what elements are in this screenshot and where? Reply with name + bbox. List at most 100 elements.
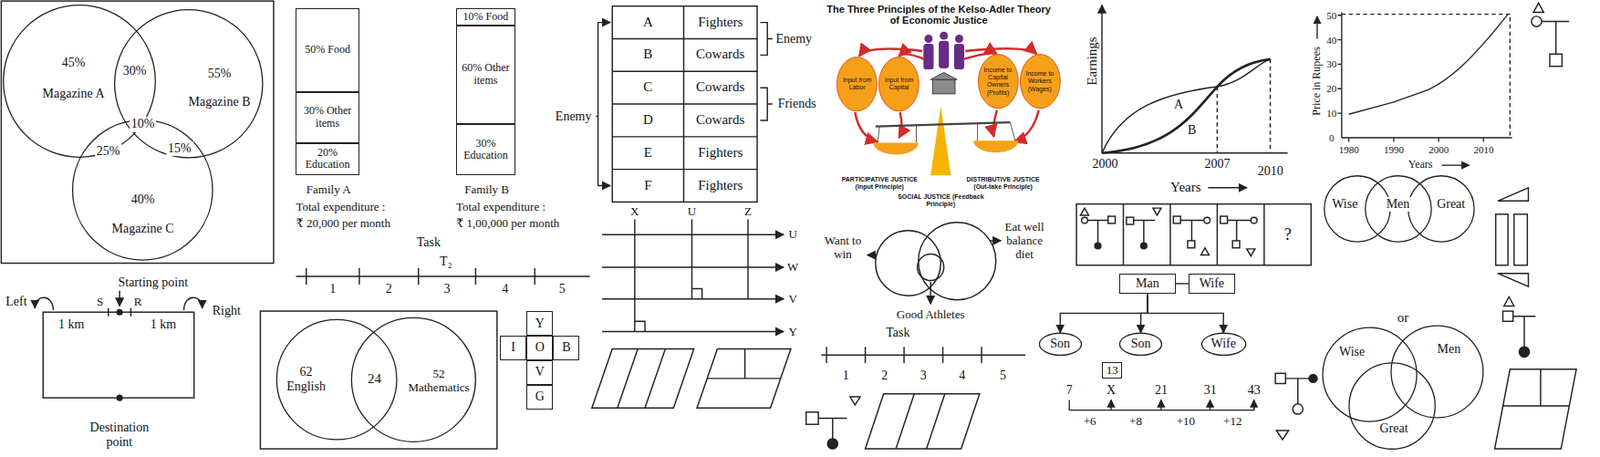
people-icon [939, 31, 948, 41]
connector [1175, 282, 1190, 284]
task-timeline [296, 268, 591, 285]
symbol-figure [1276, 430, 1289, 440]
earnings-chart [1207, 187, 1247, 188]
node-label: 55% [207, 65, 232, 81]
athlete-venn [917, 253, 945, 281]
task-timeline [296, 268, 591, 285]
text-label: 43 [1247, 383, 1261, 398]
building-icon [930, 72, 957, 80]
text-label: A [643, 14, 654, 31]
outline [1201, 332, 1246, 355]
text-box: O [526, 335, 553, 361]
line-diagram [602, 233, 784, 235]
symbol-series [1081, 217, 1089, 224]
scale-icon [877, 122, 1016, 143]
symbol-series [1173, 216, 1181, 224]
node-label: B [561, 340, 571, 355]
circle-outline [71, 118, 215, 262]
node-label: 45% [62, 55, 86, 71]
earnings-chart [1101, 5, 1102, 154]
symbol-figure [1292, 404, 1303, 415]
line-diagram [602, 218, 784, 332]
text-label: The Three Principles of the Kelso-Adler … [820, 3, 1056, 27]
symbol-series [1220, 216, 1228, 224]
text-label: Friends [778, 96, 817, 112]
text-label: 5 [999, 368, 1007, 384]
venn-circle: Great [1407, 175, 1476, 243]
text-label: Task [885, 325, 910, 341]
venn-circle: Wise [1323, 175, 1392, 243]
line-diagram [634, 218, 749, 332]
text-label: Enemy [555, 108, 593, 124]
series-arrows [1253, 399, 1255, 410]
symbol-series [1094, 242, 1102, 250]
outline [977, 54, 1019, 109]
node-label: Income to Workers (Wages) [1024, 70, 1056, 93]
symbol-figure [1285, 378, 1310, 405]
symbol-series [1108, 216, 1116, 224]
price-chart [1441, 164, 1469, 166]
text-label: 2010 [1257, 164, 1284, 179]
node-label: Magazine A [41, 86, 105, 102]
text-label: 0 [1329, 132, 1335, 145]
red-arrow [1014, 110, 1039, 143]
symbol-series [1204, 217, 1211, 224]
text-label: V [788, 291, 797, 306]
symbol-series [1200, 248, 1209, 256]
node-label: Son [1049, 336, 1071, 352]
text-label: Eat well balance diet [996, 220, 1053, 262]
route-diagram [42, 311, 195, 398]
parallelogram-figure [592, 348, 695, 408]
table-grid [759, 22, 772, 121]
text-label: X [1106, 383, 1116, 398]
route-diagram [116, 309, 123, 315]
principle-circle: Income to Capital Owners (Profits) [977, 53, 1019, 109]
text-label: 1 km [150, 317, 177, 333]
text-label: DISTRIBUTIVE JUSTICE (Out-take Principle… [962, 176, 1044, 191]
node-label: Magazine C [111, 221, 175, 237]
series-arrows [1209, 399, 1211, 410]
text-label: U [788, 228, 797, 242]
table-grid [598, 22, 611, 187]
person-ellipse: Son [1038, 332, 1082, 356]
text-box: 13 [1101, 362, 1123, 379]
text-label: E [644, 145, 653, 161]
node-label: 60% Other items [458, 62, 513, 88]
principle-circle: Input from Labor [836, 56, 878, 112]
outline [1349, 363, 1435, 449]
text-label: Cowards [696, 47, 745, 63]
outline [3, 5, 156, 158]
symbol-figure [818, 418, 847, 439]
text-label: 1990 [1383, 144, 1404, 156]
node-label: 52 Mathematics [404, 367, 474, 395]
node-label: G [535, 389, 545, 405]
outline [1019, 54, 1060, 109]
text-label: Earnings [1084, 36, 1101, 85]
outline [837, 56, 878, 111]
node-label: Input from Labor [841, 76, 873, 92]
price-chart [1349, 14, 1508, 115]
line-diagram [602, 266, 784, 268]
symbol-series [1232, 240, 1240, 249]
symbol-series [1141, 242, 1148, 250]
series-arrows [1069, 399, 1254, 410]
text-label: ? [1284, 225, 1292, 245]
venn-circle: 40%Magazine C [71, 118, 215, 262]
text-label: D [643, 112, 654, 128]
text-label: Want to win [818, 234, 868, 262]
text-box: 50% Food [295, 8, 359, 93]
text-label: Total expenditure : [456, 200, 546, 215]
text-label: Starting point [117, 275, 188, 291]
symbol-series [1246, 249, 1256, 257]
red-arrow [854, 48, 1039, 142]
outline [879, 56, 920, 111]
route-diagram [116, 394, 123, 401]
symbol-figure [1533, 2, 1544, 12]
text-label: Fighters [697, 14, 743, 31]
symbol-figure [806, 412, 819, 425]
text-label: Y [788, 324, 797, 339]
text-label: Total expenditure : [295, 200, 385, 215]
node-label: Wife [1211, 336, 1237, 352]
